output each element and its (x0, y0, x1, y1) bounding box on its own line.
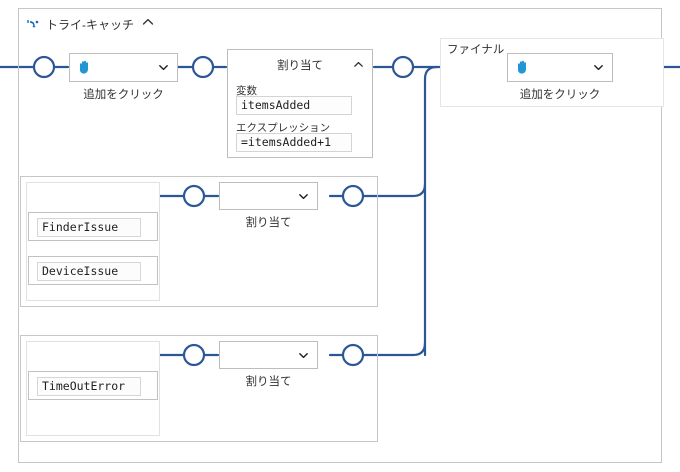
exception-name-input[interactable]: TimeOutError (37, 377, 141, 396)
chevron-down-icon[interactable] (297, 349, 310, 362)
exception-name-input[interactable]: DeviceIssue (37, 262, 141, 281)
chevron-up-icon[interactable] (352, 58, 365, 71)
final-add-activity-caption: 追加をクリック (519, 89, 601, 101)
try-catch-container[interactable] (18, 8, 662, 463)
assign-variable-label: 変数 (236, 85, 257, 97)
final-add-activity-dropdown[interactable] (507, 53, 613, 82)
exception-name-input[interactable]: FinderIssue (37, 218, 141, 237)
try-add-activity-caption: 追加をクリック (83, 89, 164, 101)
catch-action-caption: 割り当て (245, 376, 292, 388)
final-branch-label: ファイナル (447, 44, 505, 56)
chevron-up-icon[interactable] (140, 14, 156, 30)
try-catch-title: トライ-キャッチ (46, 18, 134, 32)
exception-chip[interactable]: TimeOutError (28, 371, 158, 400)
exception-chip[interactable]: DeviceIssue (28, 256, 158, 285)
chevron-down-icon[interactable] (157, 61, 170, 74)
assign-variable-input[interactable]: itemsAdded (236, 96, 352, 115)
try-add-activity-dropdown[interactable] (69, 53, 178, 82)
chevron-down-icon[interactable] (297, 190, 310, 203)
catch-block[interactable] (20, 335, 378, 442)
assign-expression-label: エクスプレッション (236, 122, 331, 134)
assign-card-title: 割り当て (277, 60, 323, 72)
exception-list-panel[interactable]: FinderIssue DeviceIssue (26, 182, 160, 301)
hand-icon (514, 59, 531, 76)
chevron-down-icon[interactable] (592, 61, 605, 74)
try-catch-header[interactable]: トライ-キャッチ (26, 16, 134, 34)
assign-expression-input[interactable]: =itemsAdded+1 (236, 133, 352, 152)
catch-action-dropdown[interactable] (219, 341, 318, 369)
assign-activity-card[interactable]: 割り当て 変数 itemsAdded エクスプレッション =itemsAdded… (227, 49, 373, 158)
try-catch-icon (26, 18, 40, 32)
exception-list-panel[interactable]: TimeOutError (26, 341, 160, 436)
catch-block[interactable] (20, 176, 378, 307)
exception-chip[interactable]: FinderIssue (28, 212, 158, 241)
catch-action-dropdown[interactable] (219, 182, 318, 210)
catch-action-caption: 割り当て (245, 217, 292, 229)
hand-icon (76, 59, 93, 76)
